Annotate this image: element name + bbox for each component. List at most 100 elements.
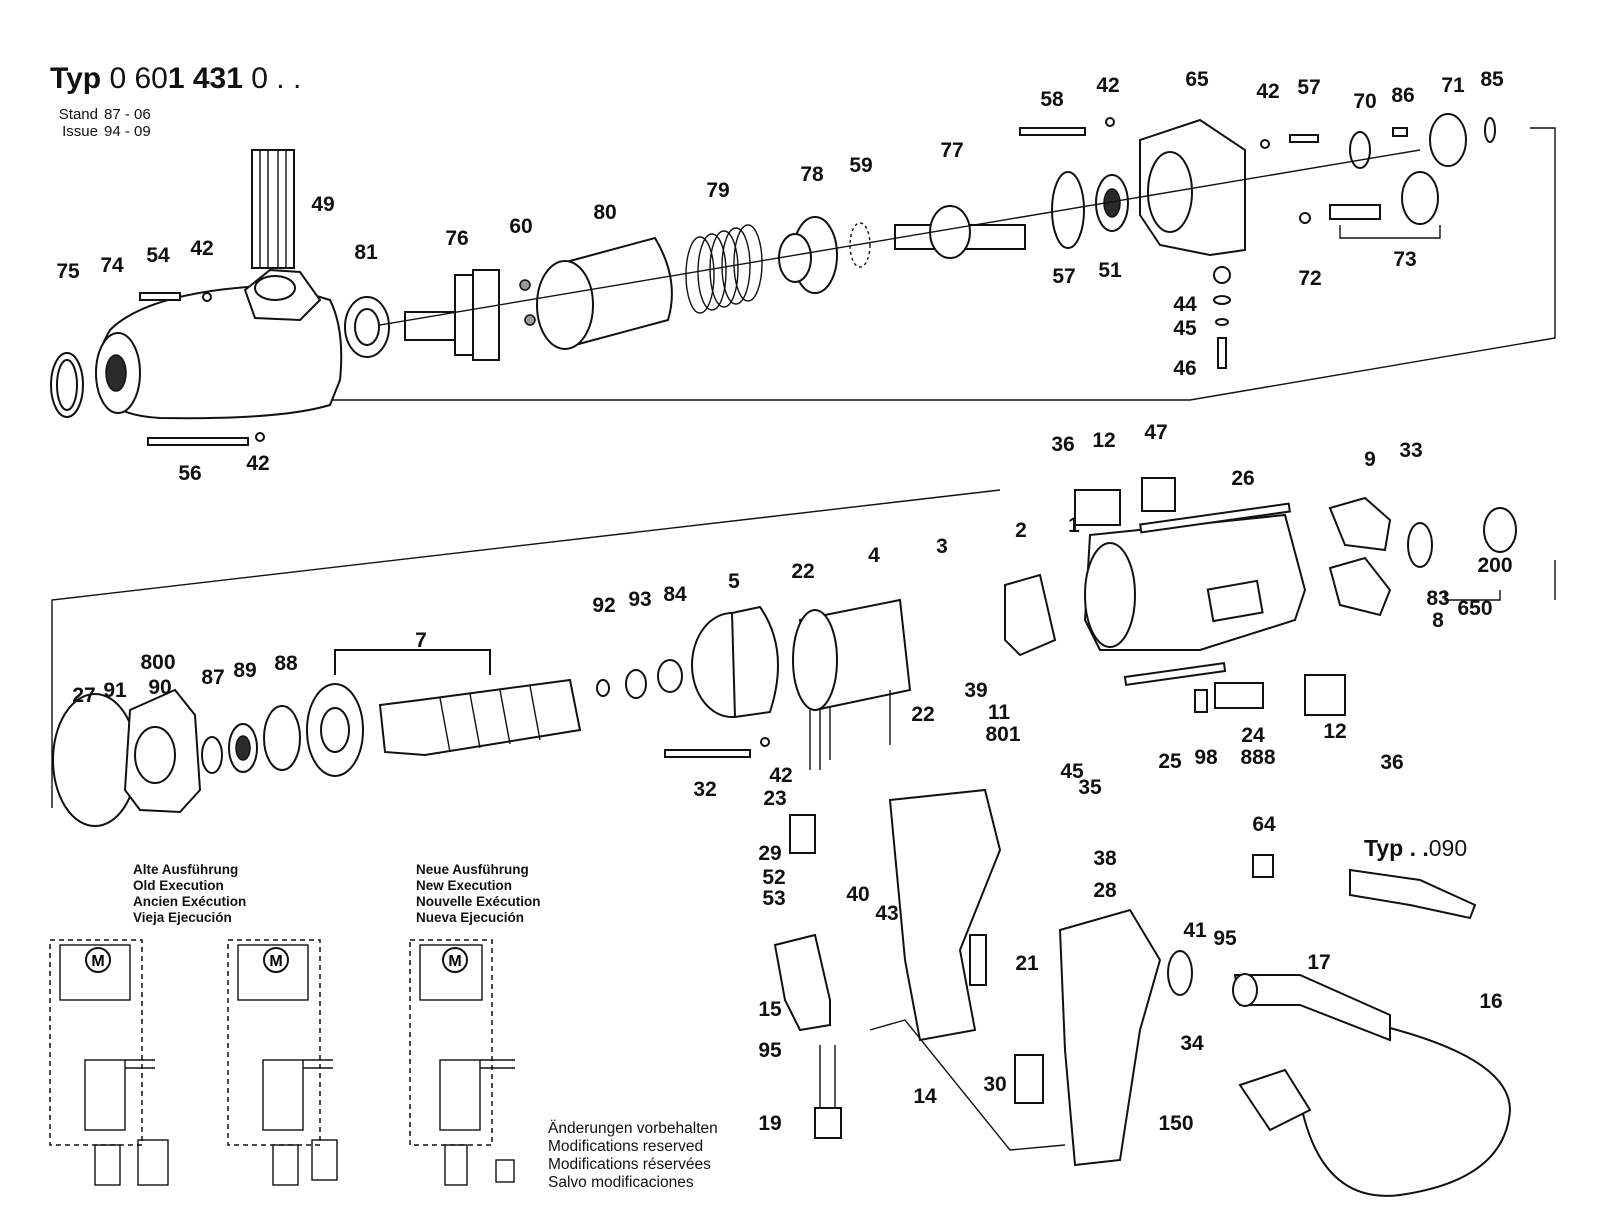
- part-callout-45: 45: [1173, 317, 1197, 340]
- part-callout-76: 76: [445, 227, 468, 250]
- part-callout-71: 71: [1441, 74, 1465, 97]
- part-callout-28: 28: [1093, 879, 1117, 902]
- old-execution-label: Alte Ausführung Old Execution Ancien Exé…: [133, 862, 246, 926]
- part-callout-24: 24: [1241, 724, 1265, 747]
- part-callout-42: 42: [246, 452, 269, 475]
- part-callout-45: 45: [1060, 760, 1084, 783]
- part-callout-91: 91: [103, 679, 127, 702]
- part-callout-79: 79: [706, 179, 729, 202]
- part-callout-42: 42: [1256, 80, 1279, 103]
- old-execution-es: Vieja Ejecución: [133, 910, 232, 925]
- notice-de: Änderungen vorbehalten: [548, 1120, 718, 1137]
- part-callout-57: 57: [1052, 265, 1075, 288]
- part-callout-8: 8: [1432, 609, 1444, 632]
- part-callout-52: 52: [762, 866, 785, 889]
- variant-suffix: 090: [1428, 835, 1468, 861]
- part-callout-41: 41: [1183, 919, 1207, 942]
- part-callout-12: 12: [1323, 720, 1346, 743]
- part-callout-35: 35: [1078, 776, 1102, 799]
- part-callout-92: 92: [592, 594, 615, 617]
- part-callout-9: 9: [1364, 448, 1376, 471]
- part-callout-42: 42: [769, 764, 792, 787]
- motor-symbol-3: M: [448, 953, 461, 970]
- wiring-schematics: M M M: [49, 939, 515, 1186]
- part-callout-72: 72: [1298, 267, 1321, 290]
- part-callout-33: 33: [1399, 439, 1422, 462]
- notice-es: Salvo modificaciones: [548, 1174, 694, 1191]
- old-execution-de: Alte Ausführung: [133, 862, 239, 877]
- part-callout-1: 1: [1068, 514, 1080, 537]
- part-callout-78: 78: [800, 163, 824, 186]
- part-callout-23: 23: [763, 787, 786, 810]
- part-callout-80: 80: [593, 201, 616, 224]
- part-callout-42: 42: [1096, 74, 1119, 97]
- part-callout-46: 46: [1173, 357, 1196, 380]
- part-callout-34: 34: [1180, 1032, 1204, 1055]
- part-callout-88: 88: [274, 652, 298, 675]
- part-callout-56: 56: [178, 462, 201, 485]
- part-callout-800: 800: [140, 651, 175, 674]
- part-callout-74: 74: [100, 254, 124, 277]
- old-execution-en: Old Execution: [133, 878, 224, 893]
- part-callout-44: 44: [1173, 293, 1197, 316]
- part-callout-22: 22: [791, 560, 814, 583]
- part-callout-12: 12: [1092, 429, 1115, 452]
- part-callout-90: 90: [148, 676, 171, 699]
- part-callout-81: 81: [354, 241, 378, 264]
- part-callout-888: 888: [1240, 746, 1275, 769]
- part-callout-27: 27: [72, 684, 95, 707]
- part-callout-36: 36: [1051, 433, 1074, 456]
- stand-value: 87 - 06: [104, 106, 151, 123]
- part-callout-70: 70: [1353, 90, 1376, 113]
- part-callout-93: 93: [628, 588, 651, 611]
- part-callout-83: 83: [1426, 587, 1449, 610]
- part-callout-49: 49: [311, 193, 334, 216]
- part-callout-54: 54: [146, 244, 170, 267]
- typ-number-c: 0 . .: [242, 62, 302, 95]
- modifications-notice: Änderungen vorbehalten Modifications res…: [548, 1120, 718, 1192]
- part-callout-19: 19: [758, 1112, 781, 1135]
- new-execution-es: Nueva Ejecución: [416, 910, 525, 925]
- part-callout-25: 25: [1158, 750, 1182, 773]
- part-callout-14: 14: [913, 1085, 937, 1108]
- part-callout-11: 11: [988, 701, 1011, 724]
- part-callout-65: 65: [1185, 68, 1209, 91]
- part-callout-85: 85: [1480, 68, 1504, 91]
- part-callout-89: 89: [233, 659, 256, 682]
- part-callout-2: 2: [1015, 519, 1027, 542]
- part-callout-32: 32: [693, 778, 716, 801]
- part-callout-40: 40: [846, 883, 869, 906]
- part-callout-47: 47: [1144, 421, 1167, 444]
- part-callout-29: 29: [758, 842, 781, 865]
- part-callout-77: 77: [940, 139, 963, 162]
- part-callout-84: 84: [663, 583, 687, 606]
- issue-label: Issue: [62, 123, 98, 140]
- part-callout-51: 51: [1098, 259, 1122, 282]
- part-callout-22: 22: [911, 703, 934, 726]
- part-callout-59: 59: [849, 154, 872, 177]
- notice-en: Modifications reserved: [548, 1138, 704, 1155]
- upper-assembly-drawing: [50, 113, 1496, 446]
- new-execution-fr: Nouvelle Exécution: [416, 894, 541, 909]
- part-callout-26: 26: [1231, 467, 1254, 490]
- part-callout-650: 650: [1457, 597, 1492, 620]
- part-callout-53: 53: [762, 887, 785, 910]
- lower-assembly-drawing: [52, 477, 1517, 1197]
- part-callout-98: 98: [1194, 746, 1218, 769]
- new-execution-en: New Execution: [416, 878, 513, 893]
- part-callout-43: 43: [875, 902, 898, 925]
- part-callout-73: 73: [1393, 248, 1416, 271]
- typ-number-b: 1 431: [167, 62, 243, 95]
- part-callout-75: 75: [56, 260, 80, 283]
- variant-type-label: Typ . .090: [1364, 835, 1467, 862]
- variant-prefix: Typ: [1364, 835, 1404, 861]
- part-callout-87: 87: [201, 666, 224, 689]
- part-callout-38: 38: [1093, 847, 1117, 870]
- issue-value: 94 - 09: [104, 123, 151, 140]
- part-callout-200: 200: [1477, 554, 1512, 577]
- new-execution-label: Neue Ausführung New Execution Nouvelle E…: [416, 862, 541, 926]
- part-callout-86: 86: [1391, 84, 1414, 107]
- part-callout-30: 30: [983, 1073, 1006, 1096]
